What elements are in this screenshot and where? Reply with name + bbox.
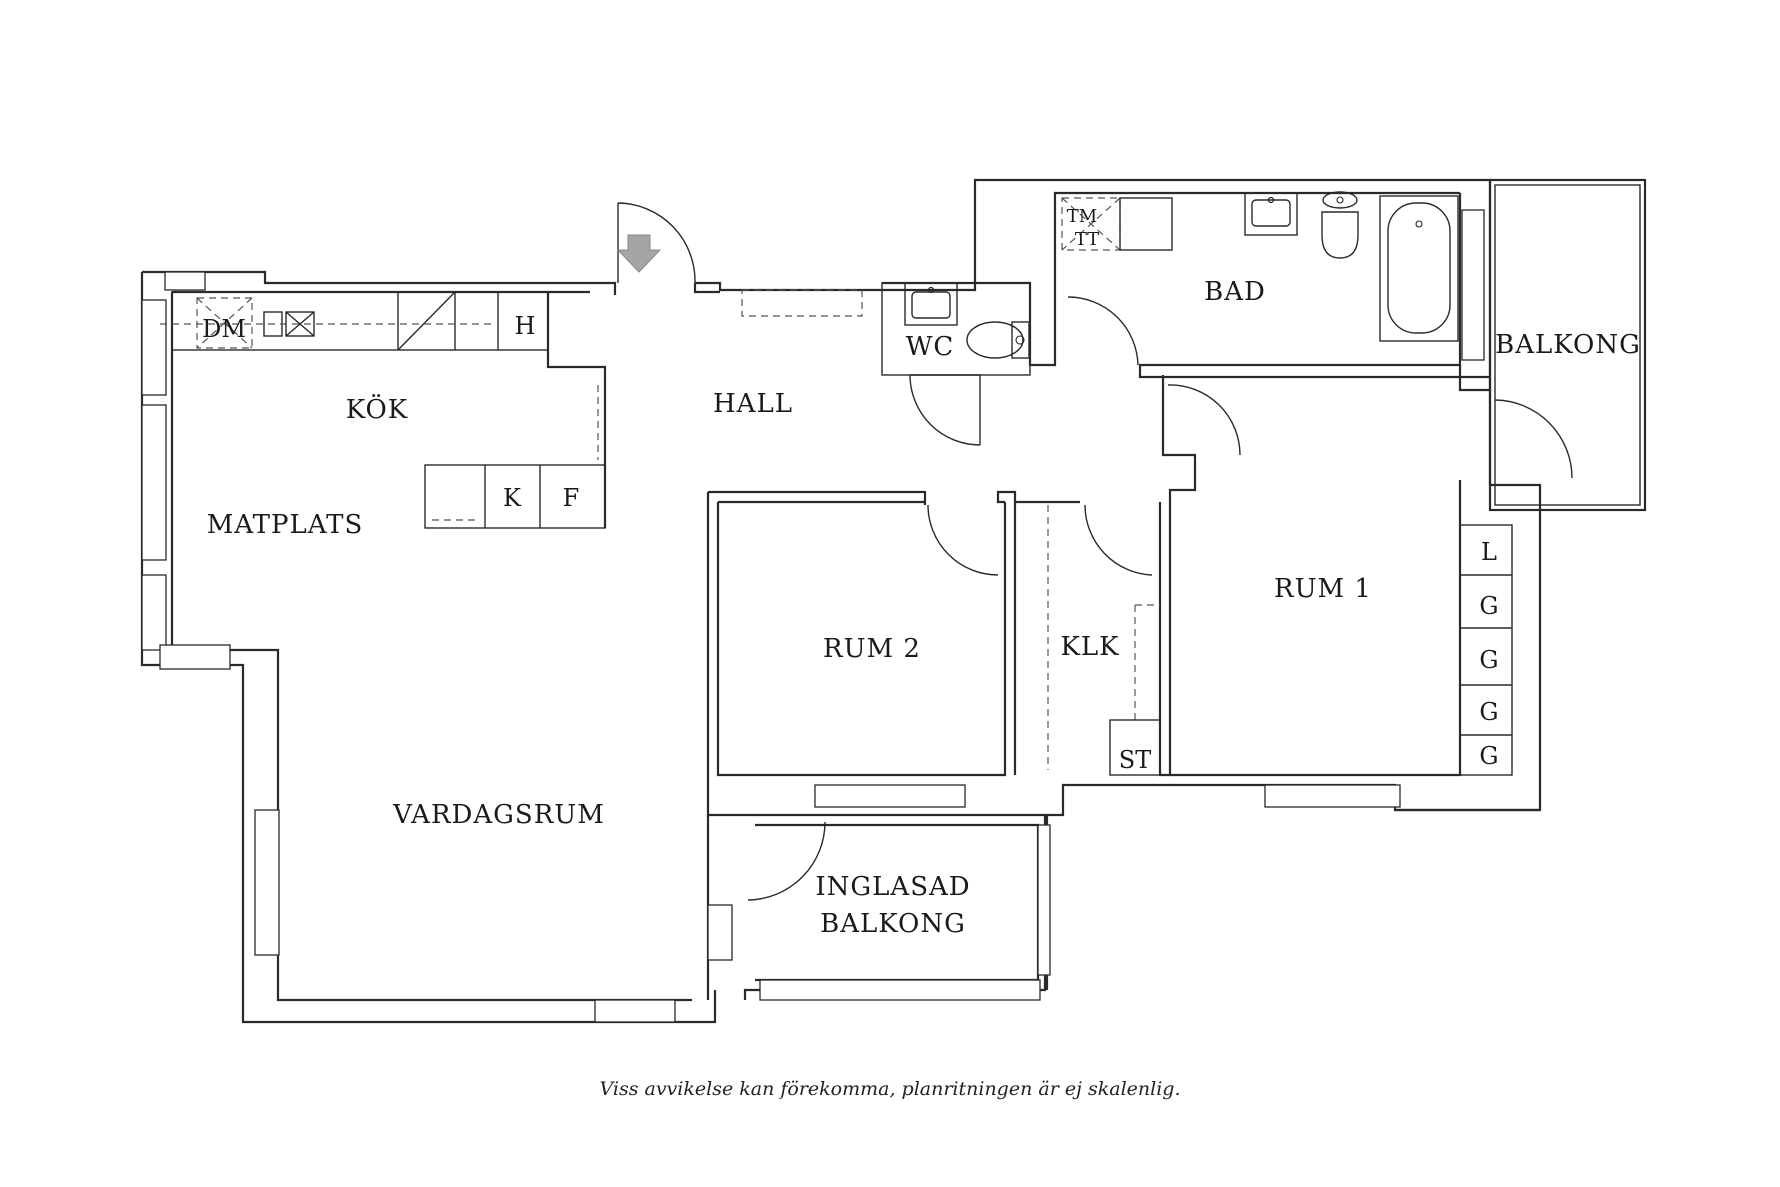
room-label-wc: WC [906, 332, 955, 362]
fixture-label-g: G [1479, 646, 1498, 674]
fixture-label-f: F [563, 484, 580, 512]
windows [141, 271, 1401, 1023]
fixture-label-dm: DM [202, 315, 246, 343]
balcony-right [1461, 178, 1647, 512]
fixture-label-l: L [1481, 538, 1497, 566]
kitchen-counter [160, 289, 863, 529]
wc-fixtures [881, 282, 1031, 376]
room-label-balkong: BALKONG [1495, 330, 1641, 360]
doors [616, 202, 1573, 901]
room-label-bad: BAD [1204, 277, 1266, 307]
room-label-rum1: RUM 1 [1274, 574, 1372, 604]
room-label-hall: HALL [713, 389, 793, 419]
fixture-label-tt: TT [1075, 229, 1099, 250]
fixture-label-g: G [1479, 742, 1498, 770]
room-label-rum2: RUM 2 [823, 634, 921, 664]
fixture-label-st: ST [1119, 746, 1151, 774]
fixture-label-g: G [1479, 698, 1498, 726]
fixture-labels: DM H K F TM TT ST L G G G G [202, 206, 1499, 774]
room-label-matplats: MATPLATS [207, 510, 364, 540]
room-label-vardagsrum: VARDAGSRUM [392, 800, 605, 830]
room-label-inglasad-balkong: BALKONG [820, 909, 966, 939]
room-label-klk: KLK [1060, 632, 1119, 662]
entrance-arrow-icon [616, 234, 662, 273]
fixture-label-k: K [503, 484, 522, 512]
fixture-label-h: H [515, 312, 536, 340]
room-label-inglasad: INGLASAD [815, 872, 970, 902]
disclaimer-text: Viss avvikelse kan förekomma, planritnin… [599, 1078, 1181, 1100]
bathroom-fixtures [1061, 191, 1459, 342]
fixture-label-g: G [1479, 592, 1498, 620]
room-label-kok: KÖK [346, 393, 408, 425]
fixture-label-tm: TM [1067, 206, 1097, 227]
closet-fixtures [1047, 505, 1513, 776]
outer-walls [140, 178, 1542, 1024]
room-labels: KÖK HALL MATPLATS VARDAGSRUM WC BAD BALK… [207, 277, 1641, 939]
